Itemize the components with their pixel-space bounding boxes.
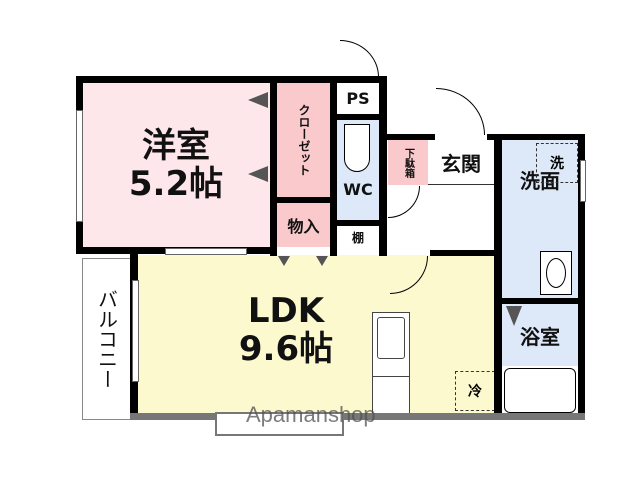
wall bbox=[494, 134, 502, 419]
toilet-icon bbox=[344, 124, 370, 172]
window bbox=[165, 248, 247, 255]
wall bbox=[487, 134, 585, 140]
wall bbox=[330, 76, 386, 83]
wall bbox=[270, 76, 277, 256]
shoe-box: 下駄箱 bbox=[388, 140, 428, 185]
shelf-label: 棚 bbox=[351, 230, 364, 245]
washer-label: 洗 bbox=[550, 156, 564, 172]
closet-door-icon bbox=[248, 166, 268, 182]
window bbox=[76, 110, 83, 222]
balcony-label: バルコニー bbox=[94, 289, 119, 389]
storage-label: 物入 bbox=[287, 217, 320, 236]
wall bbox=[578, 134, 585, 419]
closet-door-icon bbox=[248, 92, 268, 108]
kitchen-counter-icon bbox=[372, 312, 410, 414]
fridge-label: 冷 bbox=[468, 384, 482, 400]
wall-bottom bbox=[130, 413, 585, 420]
closet-label: クローゼット bbox=[297, 103, 311, 176]
ps-door-icon bbox=[340, 40, 379, 77]
western-room-size: 5.2帖 bbox=[128, 163, 224, 204]
western-room: 洋室 5.2帖 bbox=[82, 82, 270, 247]
storage-door-icon bbox=[316, 256, 328, 266]
window bbox=[580, 160, 586, 202]
storage-door-icon bbox=[278, 256, 290, 266]
wall bbox=[270, 197, 336, 203]
entrance: 玄関 bbox=[428, 140, 494, 185]
balcony: バルコニー bbox=[82, 258, 132, 420]
storage: 物入 bbox=[276, 203, 331, 247]
entrance-label: 玄関 bbox=[441, 151, 481, 176]
closet: クローゼット bbox=[276, 82, 331, 197]
wall bbox=[502, 298, 582, 304]
window bbox=[215, 412, 344, 436]
washroom-label: 洗面 bbox=[520, 168, 560, 193]
shelf: 棚 bbox=[337, 226, 379, 250]
ldk: LDK 9.6帖 bbox=[138, 255, 494, 415]
bathroom-label: 浴室 bbox=[520, 324, 560, 349]
wall bbox=[330, 220, 386, 226]
washer-space: 洗 bbox=[536, 143, 578, 183]
ldk-label: LDK bbox=[247, 291, 325, 331]
shoe-box-label: 下駄箱 bbox=[402, 147, 414, 178]
wall bbox=[379, 134, 435, 140]
entrance-door-icon bbox=[436, 88, 485, 135]
ps: PS bbox=[337, 82, 379, 114]
window bbox=[132, 280, 139, 382]
bathtub-icon bbox=[504, 368, 576, 413]
bathroom-door-icon bbox=[506, 306, 522, 326]
sink-icon bbox=[540, 251, 572, 295]
western-room-label: 洋室 bbox=[142, 125, 210, 166]
fridge-space: 冷 bbox=[455, 371, 495, 411]
wall bbox=[330, 114, 386, 120]
wall bbox=[379, 76, 387, 256]
wc-label: WC bbox=[343, 179, 373, 199]
ps-label: PS bbox=[346, 88, 370, 108]
wall bbox=[330, 76, 337, 256]
watermark: Apamanshop bbox=[246, 402, 376, 427]
ldk-size: 9.6帖 bbox=[238, 329, 334, 369]
wall bbox=[76, 76, 336, 83]
wall bbox=[430, 250, 496, 256]
washroom: 洗面 bbox=[502, 140, 578, 298]
